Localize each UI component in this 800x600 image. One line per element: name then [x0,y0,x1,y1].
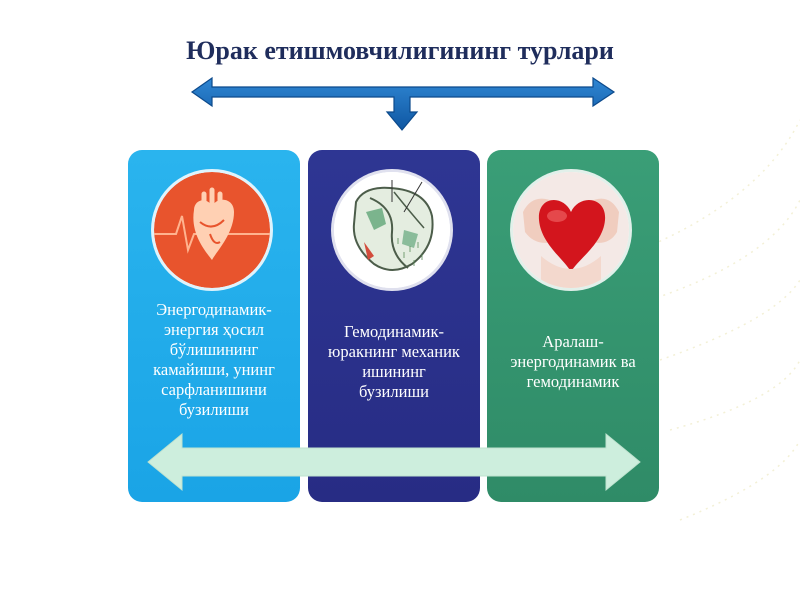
bottom-double-arrow [147,432,641,492]
card-1-text: Энергодинамик- энергия ҳосил бўлишининг … [153,300,275,419]
card-mixed: Аралаш- энергодинамик ва гемодинамик [487,150,659,502]
card-energodynamic: Энергодинамик- энергия ҳосил бўлишининг … [128,150,300,502]
heart-diagram-icon [334,172,450,288]
card-2-text: Гемодинамик- юракнинг механик ишининг бу… [328,322,460,401]
card-3-text: Аралаш- энергодинамик ва гемодинамик [510,332,636,391]
red-heart-hands-icon [513,172,629,288]
card-hemodynamic: Гемодинамик- юракнинг механик ишининг бу… [308,150,480,502]
heart-anatomy-icon [154,172,270,288]
top-double-arrow [190,76,616,131]
page-title: Юрак етишмовчилигининг турлари [186,36,614,65]
